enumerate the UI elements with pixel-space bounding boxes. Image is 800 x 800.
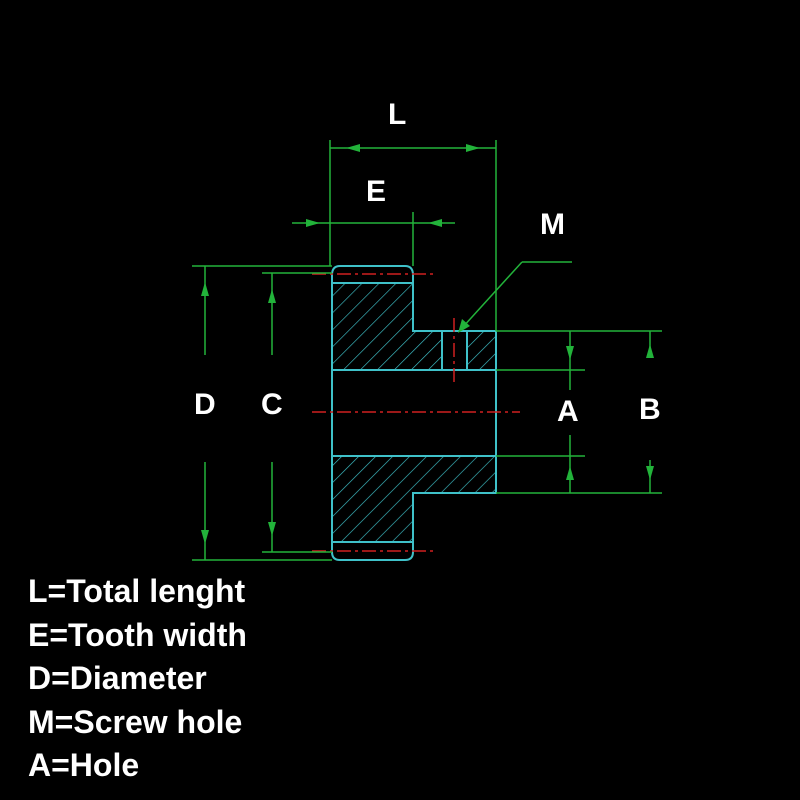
dimension-label-m: M [540,208,565,241]
legend-item-m: M=Screw hole [28,703,243,740]
dimension-label-c: C [261,388,283,421]
legend-item-l: L=Total lenght [28,573,246,609]
center-lines [312,273,520,552]
legend-item-e: E=Tooth width [28,616,247,653]
legend-item-a: A=Hole [28,747,140,783]
dimension-label-d: D [194,388,216,421]
dimension-label-b: B [639,393,661,426]
dimension-label-l: L [388,98,407,131]
legend-item-d: D=Diameter [28,660,207,696]
dimension-legend: L=Total lenght E=Tooth width D=Diameter … [28,570,247,788]
dimension-lines [192,140,662,561]
dimension-label-e: E [366,175,387,208]
dimension-label-a: A [557,395,579,428]
dimension-arrowheads [201,144,654,544]
